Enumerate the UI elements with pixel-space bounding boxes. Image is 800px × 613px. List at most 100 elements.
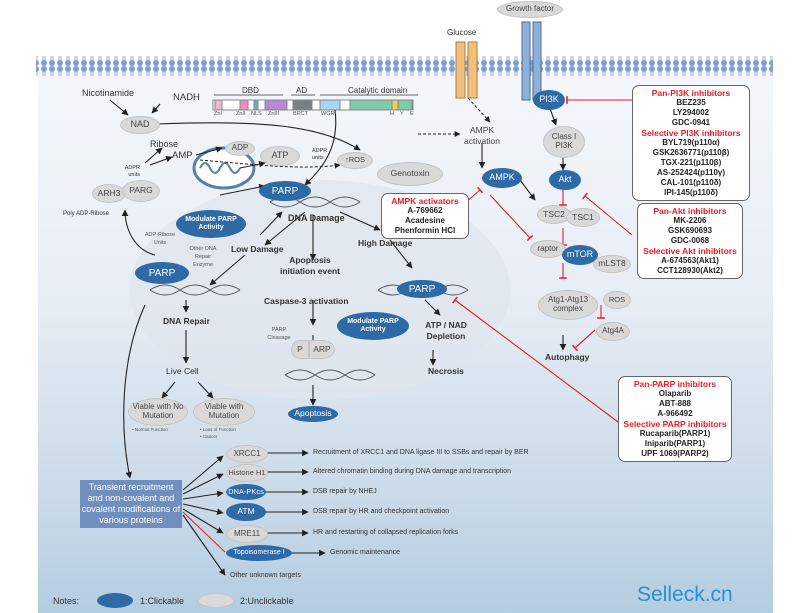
legend-clickable-swatch (97, 593, 133, 608)
drug-item[interactable]: AS-252424(p110γ) (656, 168, 726, 177)
pan-akt-title: Pan-Akt inhibitors (653, 206, 727, 216)
segment-e: E (410, 111, 414, 117)
adp-node: ADP (225, 141, 255, 156)
live-cell-label: Live Cell (166, 366, 199, 376)
drug-item[interactable]: Rucaparib(PARP1) (639, 429, 711, 438)
segment-zniii: ZnIII (268, 111, 280, 117)
segment-nls: NLS (251, 111, 262, 117)
xrcc1-node: XRCC1 (226, 445, 268, 463)
cleaved-parp-p: P (291, 340, 309, 359)
domain-ad: AD (296, 86, 308, 95)
dna-damage-label: DNA Damage (288, 213, 345, 223)
glucose-label: Glucose (447, 28, 477, 37)
parp-inhibitors-box: Pan-PARP inhibitors Olaparib ABT-888 A-9… (618, 376, 732, 462)
apoptosis-node[interactable]: Apoptosis (288, 406, 338, 422)
selective-akt-title: Selective Akt inhibitors (643, 246, 737, 256)
viable-mutation-node: Viable with Mutation (193, 398, 255, 426)
ros-node-right: ROS (603, 291, 631, 309)
drug-item[interactable]: GSK690693 (667, 226, 713, 235)
autophagy-label: Autophagy (545, 352, 590, 362)
segment-y: Y (400, 111, 404, 117)
parp-node-high-damage[interactable]: PARP (397, 280, 447, 298)
ampk-node[interactable]: AMPK (482, 168, 522, 188)
drug-item[interactable]: CAL-101(p110δ) (660, 178, 722, 187)
nad-node: NAD (120, 116, 160, 134)
selective-pi3k-title: Selective PI3K inhibitors (641, 128, 741, 138)
akt-node[interactable]: Akt (549, 170, 581, 190)
mlst8-node: mLST8 (593, 255, 631, 273)
drug-item[interactable]: ABT-888 (658, 399, 691, 408)
dna-pkcs-node[interactable]: DNA-PKcs (226, 484, 266, 500)
legend-unclickable-swatch (198, 593, 234, 608)
poly-adp-ribose-label: Poly ADP-Ribose (63, 211, 110, 217)
legend-clickable-label: 1:Clickable (140, 596, 185, 606)
drug-item[interactable]: A-674563(Akt1) (661, 256, 719, 265)
drug-item[interactable]: GSK2636771(p110β) (652, 148, 730, 157)
modulate-parp-activity-2[interactable]: Modulate PARP Activity (337, 312, 409, 340)
modulate-parp-activity-1[interactable]: Modulate PARP Activity (176, 210, 246, 238)
drug-item[interactable]: Iniparib(PARP1) (644, 439, 706, 448)
segment-h: H (390, 111, 394, 117)
drug-item[interactable]: GDC-0941 (671, 118, 711, 127)
adpr-units-label-2: ADPR units (312, 148, 328, 161)
arh3-node: ARH3 (92, 184, 126, 203)
drug-item[interactable]: MK-2206 (673, 216, 707, 225)
apoptosis-initiation-label: Apoptosis initiation event (280, 255, 340, 276)
drug-item[interactable]: Olaparib (658, 389, 692, 398)
loss-function-note: • Loss of Function (200, 427, 236, 432)
topoisomerase-i-node[interactable]: Topoisomerase I (226, 545, 292, 561)
drug-item[interactable]: A-966492 (657, 409, 693, 418)
growth-factor-node: Growth factor (497, 1, 563, 18)
ampk-activation-label: AMPK activation (464, 125, 500, 146)
drug-item[interactable]: LY294002 (672, 108, 710, 117)
atm-effect: DSB repair by HR and checkpoint activati… (313, 508, 450, 515)
drug-item[interactable]: Phenformin HCl (394, 226, 456, 235)
nicotinamide-label: Nicotinamide (82, 88, 135, 98)
mitochondrion-icon (192, 146, 256, 190)
drug-item[interactable]: BEZ235 (676, 98, 706, 107)
parp-domain-bar (212, 94, 418, 111)
segment-brct: BRCT (293, 111, 308, 117)
cancer-note: • Cancer (200, 434, 218, 439)
ampk-activators-box: AMPK activators A-769662 Acadesine Phenf… (381, 193, 469, 239)
drug-item[interactable]: IPI-145(p110δ) (664, 188, 718, 197)
segment-zni: ZnI (214, 111, 222, 117)
pi3k-inhibitors-box: Pan-PI3K inhibitors BEZ235 LY294002 GDC-… (632, 85, 750, 201)
parg-node: PARG (122, 180, 160, 202)
drug-item[interactable]: GDC-0068 (670, 236, 710, 245)
ribose-label: Ribose (150, 139, 179, 149)
mre11-node: MRE11 (226, 525, 268, 543)
atg1-atg13-complex-node: Atg1-Atg13 complex (538, 290, 598, 320)
mtor-node[interactable]: mTOR (562, 245, 598, 265)
ampk-activators-title: AMPK activators (391, 196, 459, 206)
segment-znii: ZnII (236, 111, 246, 117)
caspase3-label: Caspase-3 activation (264, 296, 349, 306)
drug-item[interactable]: Acadesine (404, 216, 446, 225)
drug-item[interactable]: TGX-221(p110β) (660, 158, 722, 167)
other-dna-repair-label: Other DNA Repair Enzyme (189, 246, 217, 268)
brand-logo[interactable]: Selleck.cn (637, 583, 733, 606)
legend-notes-label: Notes: (53, 596, 80, 606)
dna-helix-icon (284, 369, 376, 381)
cleaved-parp-arp: ARP (309, 340, 335, 359)
class1-pi3k-node: Class I PI3K (543, 126, 585, 158)
drug-item[interactable]: UPF 1069(PARP2) (641, 449, 709, 458)
atm-node[interactable]: ATM (226, 503, 266, 521)
pan-pi3k-title: Pan-PI3K inhibitors (651, 88, 731, 98)
mre11-effect: HR and restarting of collapsed replicati… (313, 529, 459, 536)
other-targets-label: Other unknown targets (230, 572, 301, 579)
drug-item[interactable]: CCT128930(Akt2) (657, 266, 723, 275)
pi3k-node[interactable]: PI3K (533, 90, 565, 110)
domain-catalytic: Catalytic domain (348, 86, 408, 95)
parp-node-top[interactable]: PARP (259, 181, 311, 201)
raptor-node: raptor (530, 240, 566, 258)
xrcc1-effect: Recruitment of XRCC1 and DNA ligase III … (313, 449, 529, 456)
growth-factor-receptor (521, 21, 531, 101)
drug-item[interactable]: BYL719(p110α) (662, 138, 720, 147)
drug-item[interactable]: A-769662 (407, 206, 443, 215)
dna-repair-label: DNA Repair (163, 316, 210, 326)
atp-node: ATP (260, 146, 300, 166)
normal-function-note: • Normal Function (132, 427, 168, 432)
akt-inhibitors-box: Pan-Akt inhibitors MK-2206 GSK690693 GDC… (637, 203, 743, 279)
parp-node-left[interactable]: PARP (135, 262, 189, 284)
